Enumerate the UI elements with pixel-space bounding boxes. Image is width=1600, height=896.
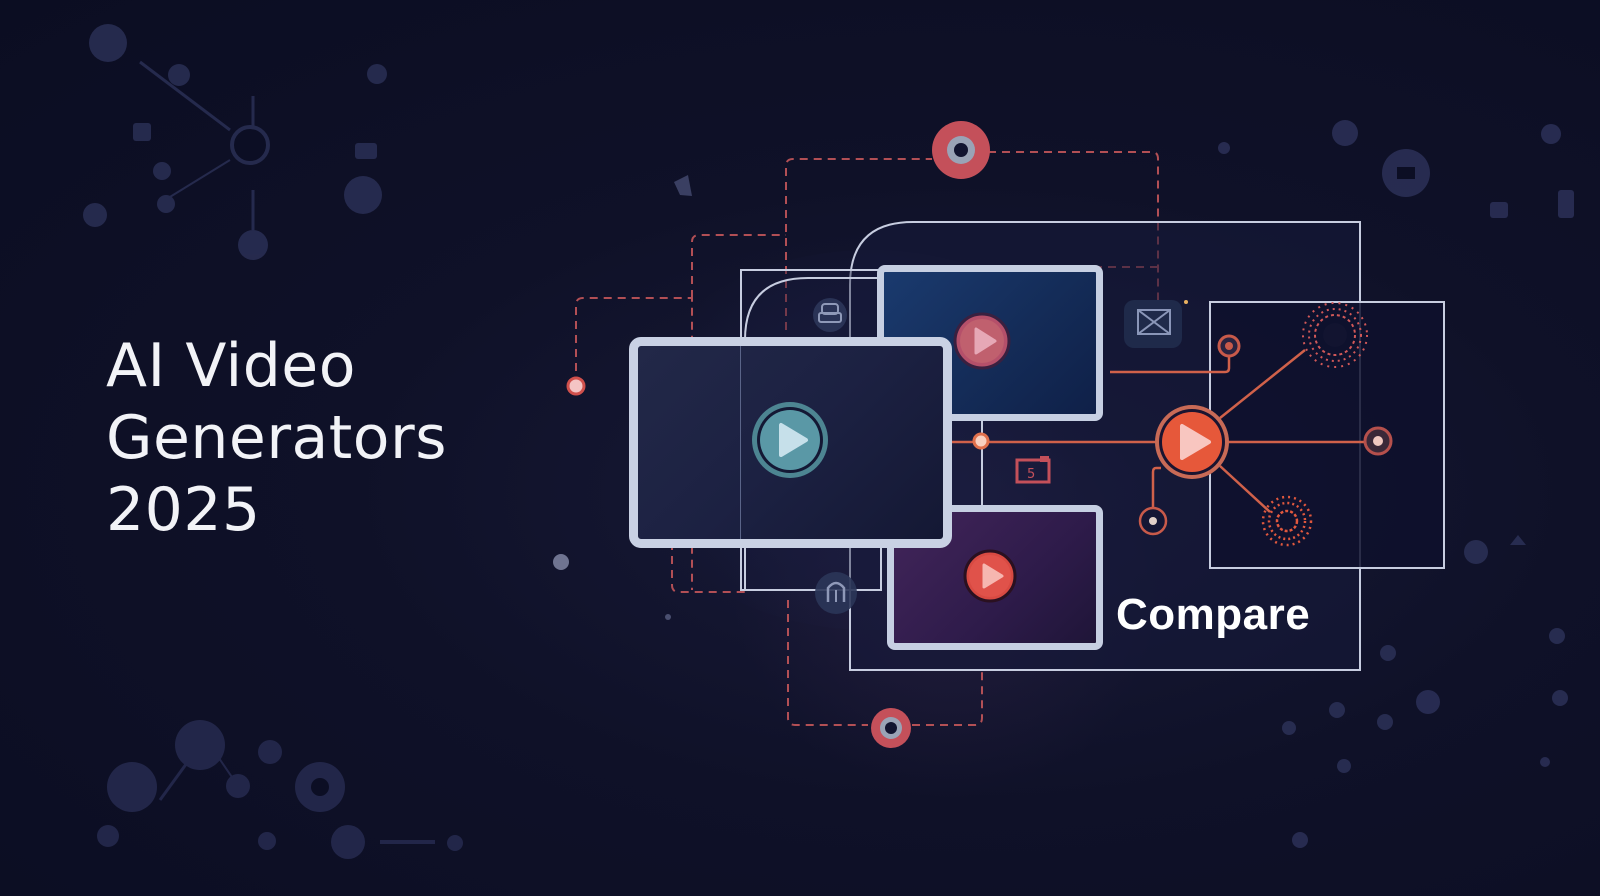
play-icon-bottom[interactable] [963,549,1017,603]
background-network-top-left [83,24,387,260]
printer-icon [813,298,847,332]
burst-icon-bottom [1261,495,1313,547]
play-icon-main[interactable] [750,400,830,480]
play-icon-hub[interactable] [1152,402,1232,482]
hub-side-nodes [972,334,1393,536]
svg-text:5: 5 [1027,467,1035,482]
title-line-1: AI Video [106,331,356,401]
title-line-2: Generators [106,403,447,473]
connector-node [566,376,586,396]
camera-lens-icon-bottom [871,708,911,748]
image-icon [1124,300,1188,348]
play-icon-top[interactable] [952,311,1012,371]
background-dots-right [1218,120,1574,848]
page-title: AI Video Generators 2025 [106,330,447,546]
background-network-bottom-left [97,720,463,859]
title-line-3: 2025 [106,475,261,545]
robot-icon [815,572,857,614]
dashed-circuit-lines [575,151,1159,726]
compare-label: Compare [1116,590,1311,639]
burst-icon-top [1302,302,1368,368]
folder-icon: 5 [1015,456,1051,484]
camera-lens-icon-top [932,121,990,179]
floating-dot [553,554,569,570]
